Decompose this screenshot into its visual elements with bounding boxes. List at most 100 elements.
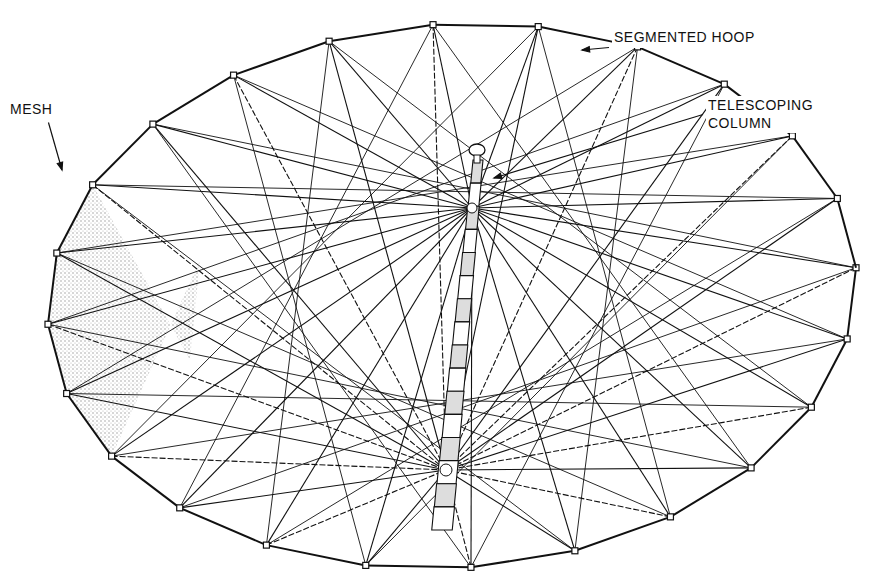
hoop-joint <box>667 514 673 520</box>
lower-cable <box>153 124 446 470</box>
column-section <box>468 183 481 206</box>
upper-cable <box>472 84 724 208</box>
cables <box>48 25 856 568</box>
lower-cable <box>329 41 446 470</box>
hoop-segment <box>57 185 93 253</box>
hoop-segment <box>751 407 811 468</box>
lower-cable <box>446 84 724 470</box>
hoop-joint <box>326 38 332 44</box>
chord-cable <box>266 41 329 545</box>
hoop-joint <box>572 548 578 554</box>
upper-cable <box>472 47 638 208</box>
hoop-joint <box>263 542 269 548</box>
hoop-joint <box>109 453 115 459</box>
leader-line <box>494 115 703 179</box>
hoop-segment <box>433 25 538 27</box>
upper-cable <box>472 208 670 517</box>
upper-cable <box>472 208 856 268</box>
column-section <box>455 299 471 322</box>
hoop-segment <box>792 136 837 199</box>
part-label: SEGMENTED HOOP <box>612 28 757 48</box>
chord-cable <box>48 324 751 468</box>
column-section <box>450 345 468 368</box>
hoop-segment <box>471 551 575 568</box>
upper-cable <box>266 208 472 545</box>
upper-cable <box>67 208 472 394</box>
lower-hub <box>440 464 452 476</box>
upper-cable <box>112 208 472 456</box>
column-section <box>440 438 461 461</box>
leader-arrowhead <box>582 47 590 52</box>
column-section <box>437 461 458 484</box>
lower-cable <box>67 394 446 470</box>
hoop-joint <box>844 336 850 342</box>
column-section <box>445 391 464 414</box>
leader-line <box>48 123 62 171</box>
column-cap <box>469 144 485 156</box>
chord-cable <box>67 47 638 394</box>
lower-cable <box>112 456 446 470</box>
lower-cable <box>446 47 638 470</box>
chord-cable <box>538 27 670 517</box>
part-label: TELESCOPING COLUMN <box>706 96 830 133</box>
hoop-joint <box>789 133 795 139</box>
chord-cable <box>433 25 751 468</box>
lower-cable <box>48 324 446 470</box>
hoop-segment <box>93 124 153 185</box>
chord-cable <box>93 185 575 551</box>
hoop-segment <box>153 75 234 124</box>
hoop-joint <box>721 81 727 87</box>
hoop-segment <box>329 25 433 42</box>
hoop-segment <box>847 268 856 339</box>
hoop-segment <box>366 565 471 567</box>
part-label: MESH <box>8 100 54 120</box>
chord-cable <box>575 47 638 551</box>
hoop-joint <box>177 505 183 511</box>
upper-cable <box>48 208 472 324</box>
upper-hub <box>467 203 477 213</box>
lower-cable <box>446 268 856 470</box>
hoop-segment <box>638 47 725 84</box>
chord-cable <box>180 25 433 508</box>
hoop-segment <box>837 198 856 267</box>
hoop-segment <box>112 456 180 508</box>
chord-cable <box>234 75 366 565</box>
chord-cable <box>93 185 838 199</box>
segmented-hoop <box>45 22 859 571</box>
hoop-segment <box>575 517 671 551</box>
hoop-joint <box>808 404 814 410</box>
hoop-segment <box>811 339 847 407</box>
lower-cable <box>446 468 751 470</box>
hoop-joint <box>834 195 840 201</box>
hoop-joint <box>54 250 60 256</box>
hoop-segment <box>67 394 112 457</box>
upper-cable <box>180 208 472 508</box>
lower-cable <box>433 25 446 470</box>
column-section <box>434 484 456 507</box>
hoop-joint <box>535 24 541 30</box>
column-section <box>463 229 477 252</box>
chord-cable <box>112 27 539 457</box>
chord-cable <box>366 136 793 566</box>
lower-cable <box>446 136 792 470</box>
lower-cable <box>93 185 446 470</box>
hoop-segment <box>670 468 751 517</box>
column-section <box>453 322 470 345</box>
hoop-joint <box>64 391 70 397</box>
hoop-segment <box>266 545 365 565</box>
hoop-segment <box>180 508 267 545</box>
column-section <box>447 368 466 391</box>
lower-cable <box>446 198 837 470</box>
hoop-segment <box>48 324 67 393</box>
upper-cable <box>329 41 472 208</box>
hoop-joint <box>45 321 51 327</box>
hoop-segment <box>48 253 57 324</box>
chord-cable <box>471 84 724 567</box>
lower-cable <box>266 470 446 545</box>
upper-cable <box>472 136 792 208</box>
upper-cable <box>153 124 472 208</box>
telescoping-column <box>432 144 485 530</box>
upper-cable <box>472 208 751 468</box>
chord-cable <box>234 75 848 339</box>
column-section <box>460 253 475 276</box>
